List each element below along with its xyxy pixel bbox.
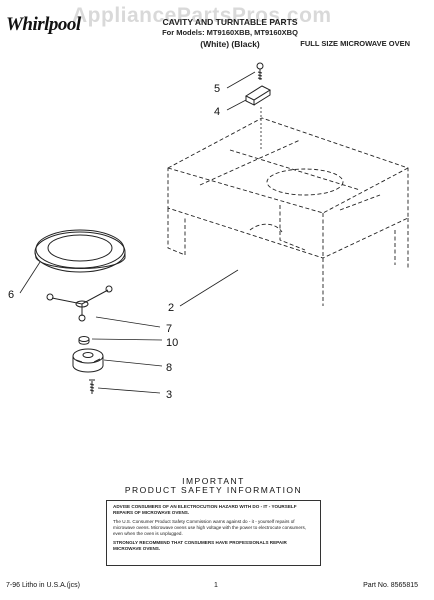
oven-cavity: [167, 117, 409, 306]
callout-6: 6: [8, 289, 14, 301]
callout-3: 3: [166, 389, 172, 401]
safety-para-3: STRONGLY RECOMMEND THAT CONSUMERS HAVE P…: [113, 540, 287, 551]
safety-para-2: The U.S. Consumer Product Safety Commiss…: [113, 519, 307, 536]
coupler: [78, 336, 90, 345]
callout-10: 10: [166, 337, 178, 349]
turntable-motor: [72, 348, 104, 373]
page-title: CAVITY AND TURNTABLE PARTS: [162, 17, 298, 27]
safety-heading-1: IMPORTANT: [182, 476, 245, 486]
safety-notice-box: ADVISE CONSUMERS OF AN ELECTROCUTION HAZ…: [106, 500, 321, 566]
callout-8: 8: [166, 362, 172, 374]
watermark: AppliancePartsPros.com: [72, 4, 332, 27]
callout-2: 2: [168, 302, 174, 314]
model-line: For Models: MT9160XBB, MT9160XBQ: [162, 28, 298, 37]
roller-support: [46, 285, 113, 322]
safety-heading-2: PRODUCT SAFETY INFORMATION: [124, 485, 303, 495]
screw-part-3: [89, 379, 95, 394]
part-number: Part No. 8565815: [363, 582, 418, 589]
leader-lines: [19, 71, 256, 394]
callout-4: 4: [214, 106, 220, 118]
callout-5: 5: [214, 83, 220, 95]
brand-logo: Whirlpool: [6, 14, 81, 35]
screw-part-5: [256, 62, 264, 80]
safety-para-1: ADVISE CONSUMERS OF AN ELECTROCUTION HAZ…: [113, 504, 297, 515]
page-number: 1: [214, 582, 218, 589]
footer-litho: 7-96 Litho in U.S.A.(jcs): [6, 582, 80, 589]
product-subtitle: FULL SIZE MICROWAVE OVEN: [300, 39, 410, 48]
bracket-part-4: [244, 85, 272, 106]
safety-heading: IMPORTANT PRODUCT SAFETY INFORMATION: [106, 477, 321, 495]
color-line: (White) (Black): [200, 39, 260, 49]
callout-7: 7: [166, 323, 172, 335]
turntable-tray: [34, 229, 126, 273]
